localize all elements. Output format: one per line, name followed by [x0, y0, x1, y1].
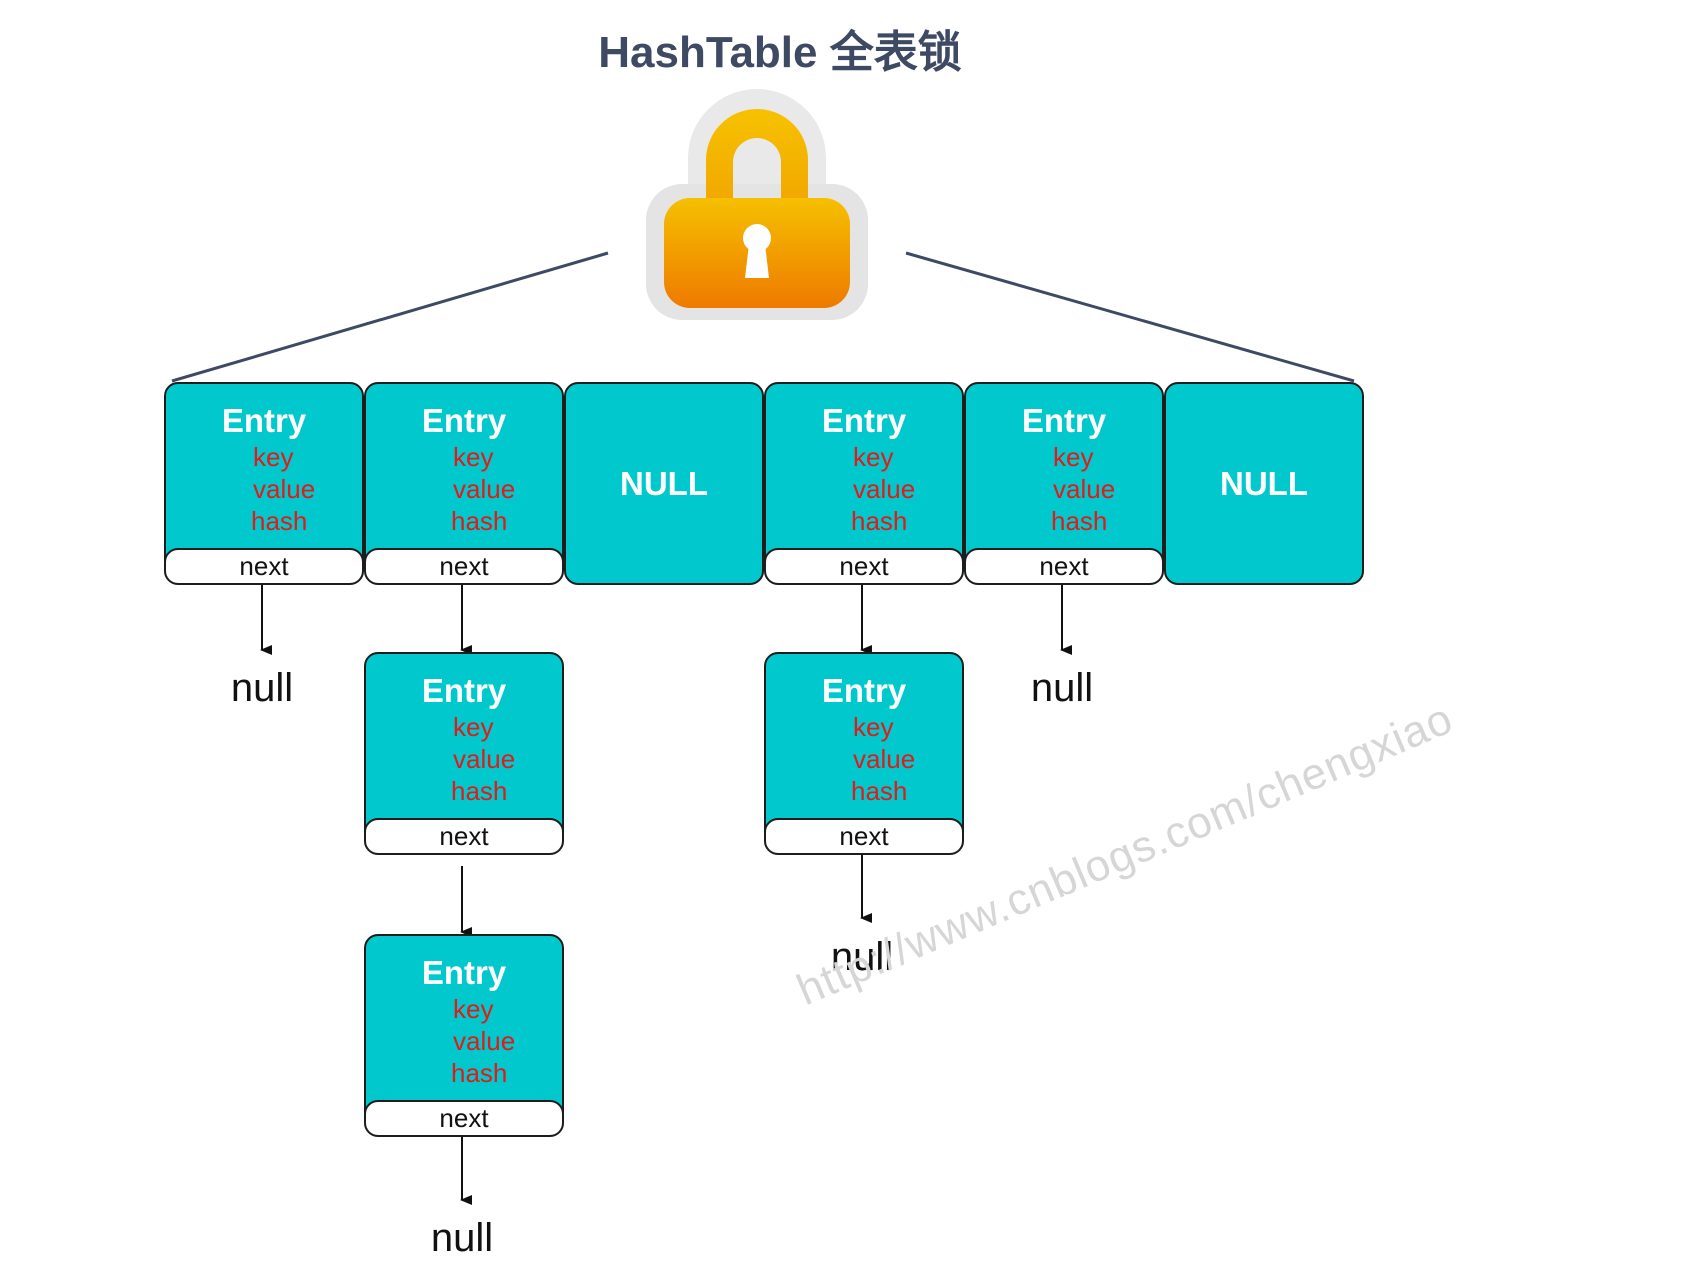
bucket-3-chain-entry-1: Entry key value hash next: [764, 652, 964, 855]
bucket-1-null-terminator: null: [430, 1216, 494, 1260]
entry-key-field: key: [1053, 442, 1094, 472]
lock-icon: [646, 89, 868, 320]
entry-hash-field: hash: [851, 506, 908, 536]
entry-next-pointer: next: [766, 548, 962, 583]
entry-key-field: key: [253, 442, 294, 472]
entry-next-pointer: next: [966, 548, 1162, 583]
entry-key-field: key: [853, 712, 894, 742]
bucket-3-entry: Entry key value hash next: [764, 382, 964, 585]
entry-hash-field: hash: [451, 1058, 508, 1088]
entry-hash-field: hash: [851, 776, 908, 806]
bucket-5-null: NULL: [1164, 382, 1364, 585]
entry-hash-field: hash: [1051, 506, 1108, 536]
entry-value-field: value: [853, 474, 916, 504]
entry-title: Entry: [421, 954, 507, 991]
entry-key-field: key: [453, 442, 494, 472]
entry-value-field: value: [853, 744, 916, 774]
entry-title: Entry: [821, 672, 907, 709]
null-bucket-label: NULL: [1220, 464, 1308, 502]
entry-value-field: value: [453, 744, 516, 774]
bucket-4-null-terminator: null: [1030, 666, 1094, 710]
bucket-1-entry: Entry key value hash next: [364, 382, 564, 585]
entry-hash-field: hash: [451, 776, 508, 806]
entry-title: Entry: [821, 402, 907, 439]
entry-hash-field: hash: [451, 506, 508, 536]
entry-value-field: value: [253, 474, 316, 504]
entry-title: Entry: [421, 672, 507, 709]
bucket-0-entry: Entry key value hash next: [164, 382, 364, 585]
bucket-4-entry: Entry key value hash next: [964, 382, 1164, 585]
bucket-1-chain-entry-2: Entry key value hash next: [364, 934, 564, 1137]
null-bucket-label: NULL: [620, 464, 708, 502]
entry-key-field: key: [453, 712, 494, 742]
entry-value-field: value: [1053, 474, 1116, 504]
entry-next-pointer: next: [766, 818, 962, 853]
entry-next-pointer: next: [166, 548, 362, 583]
entry-title: Entry: [1021, 402, 1107, 439]
diagram-title: HashTable 全表锁: [598, 28, 962, 77]
entry-title: Entry: [421, 402, 507, 439]
entry-key-field: key: [853, 442, 894, 472]
entry-value-field: value: [453, 1026, 516, 1056]
lock-left-connector: [171, 251, 609, 383]
bucket-0-null-terminator: null: [230, 666, 294, 710]
entry-next-pointer: next: [366, 1100, 562, 1135]
bucket-1-chain-entry-1: Entry key value hash next: [364, 652, 564, 855]
bucket-2-null: NULL: [564, 382, 764, 585]
entry-next-pointer: next: [366, 548, 562, 583]
lock-right-connector: [905, 251, 1355, 383]
bucket-3-null-terminator: null: [830, 935, 894, 979]
entry-value-field: value: [453, 474, 516, 504]
entry-hash-field: hash: [251, 506, 308, 536]
entry-next-pointer: next: [366, 818, 562, 853]
entry-title: Entry: [221, 402, 307, 439]
entry-key-field: key: [453, 994, 494, 1024]
